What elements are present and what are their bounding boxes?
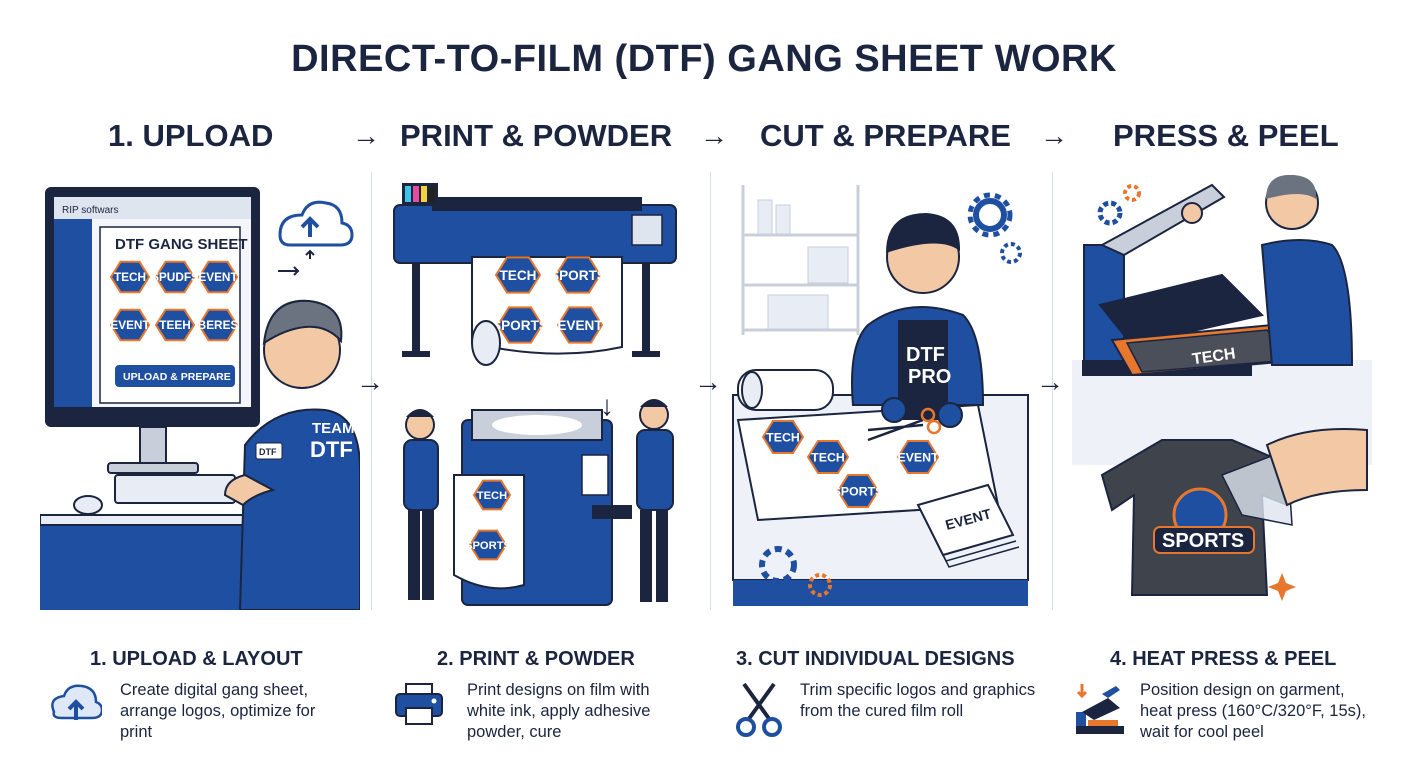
gear-icon bbox=[976, 201, 1004, 229]
panel-press: TECH SPORTS bbox=[1072, 175, 1372, 610]
film-logo-3-label: SPORTS bbox=[492, 318, 548, 333]
sleeve-badge: DTF bbox=[259, 447, 277, 457]
press-illustration: TECH SPORTS bbox=[1072, 175, 1372, 610]
sheet-logo-6-label: BERES bbox=[198, 318, 239, 332]
film-logo-1-label: TECH bbox=[499, 268, 536, 283]
cut-logo-2-label: TECH bbox=[811, 450, 845, 464]
arrow-2: → bbox=[700, 120, 728, 152]
film-logo-2-label: SPORTS bbox=[550, 268, 606, 283]
step-heading-2: PRINT & POWDER bbox=[400, 118, 672, 154]
sheet-logo-3-label: EVENT bbox=[198, 270, 238, 284]
sheet-logo-4-label: EVENT bbox=[110, 318, 150, 332]
cut-logo-3-label: EVENT bbox=[897, 450, 939, 464]
caption-text-1: Create digital gang sheet, arrange logos… bbox=[120, 680, 350, 743]
roll-logo-2-label: SPORTS bbox=[465, 540, 512, 552]
arrow-mid-3: → bbox=[1036, 366, 1064, 398]
heat-press-icon bbox=[1072, 682, 1128, 743]
caption-text-4: Position design on garment, heat press (… bbox=[1140, 680, 1375, 743]
caption-title-2: 2. PRINT & POWDER bbox=[437, 648, 635, 671]
sheet-logo-1: TECH bbox=[111, 262, 149, 292]
cloud-upload-icon bbox=[46, 682, 102, 731]
caption-text-2: Print designs on film with white ink, ap… bbox=[467, 680, 692, 743]
cloud-upload-icon bbox=[280, 202, 352, 245]
arrow-3: → bbox=[1040, 120, 1068, 152]
printer-icon bbox=[392, 682, 446, 733]
page-title: DIRECT-TO-FILM (DTF) GANG SHEET WORK bbox=[0, 38, 1408, 81]
small-gear-icon bbox=[1002, 244, 1020, 262]
sheet-logo-2-label: SPUDFS bbox=[151, 270, 199, 284]
roll-logo-1: TECH bbox=[474, 481, 510, 510]
film-logo-1: TECH bbox=[496, 257, 540, 292]
sheet-logo-5-label: TEEH bbox=[159, 318, 190, 332]
caption-text-3: Trim specific logos and graphics from th… bbox=[800, 680, 1040, 722]
step-heading-1: 1. UPLOAD bbox=[108, 118, 273, 154]
shirt-text-1: TEAM bbox=[312, 420, 355, 437]
gear-icon-top bbox=[1100, 203, 1120, 223]
worker-cutting: DTF PRO bbox=[852, 213, 983, 427]
cut-logo-1-label: TECH bbox=[766, 430, 800, 444]
apron-text-2: PRO bbox=[908, 366, 951, 388]
upload-illustration: RIP softwars DTF GANG SHEET TECHSPUDFSEV… bbox=[40, 175, 360, 610]
cut-logo-1: TECH bbox=[763, 421, 803, 453]
sync-arrows bbox=[278, 251, 314, 275]
print-illustration: TECH SPORTS SPORTS EVENT TECH SPORTS bbox=[392, 175, 700, 610]
mouse bbox=[74, 496, 102, 514]
apron-text-1: DTF bbox=[906, 344, 945, 366]
sheet-logo-5: TEEH bbox=[156, 310, 194, 340]
t-shirt: SPORTS bbox=[1102, 440, 1302, 595]
film-logo-4-label: EVENT bbox=[557, 318, 603, 333]
worker-left bbox=[404, 409, 438, 600]
scissors-icon bbox=[734, 682, 784, 743]
keyboard bbox=[115, 475, 235, 503]
step-heading-4: PRESS & PEEL bbox=[1113, 118, 1339, 154]
upload-prepare-label: UPLOAD & PREPARE bbox=[123, 371, 231, 383]
shirt-logo: SPORTS bbox=[1162, 530, 1244, 552]
roll-logo-1-label: TECH bbox=[477, 490, 507, 502]
cut-logo-2: TECH bbox=[808, 441, 848, 473]
shirt-text-2: DTF bbox=[310, 437, 353, 462]
sheet-logo-1-label: TECH bbox=[114, 270, 146, 284]
arrow-mid-1: → bbox=[356, 366, 384, 398]
arrow-1: → bbox=[352, 120, 380, 152]
sparkle-icon bbox=[1268, 573, 1296, 601]
sheet-title: DTF GANG SHEET bbox=[115, 236, 248, 253]
caption-title-4: 4. HEAT PRESS & PEEL bbox=[1110, 648, 1336, 671]
panel-print: TECH SPORTS SPORTS EVENT TECH SPORTS bbox=[392, 175, 700, 610]
cut-logo-4-label: SPORTS bbox=[833, 484, 884, 498]
caption-title-1: 1. UPLOAD & LAYOUT bbox=[90, 648, 303, 671]
app-label: RIP softwars bbox=[62, 205, 119, 216]
worker-right bbox=[637, 399, 673, 602]
caption-title-3: 3. CUT INDIVIDUAL DESIGNS bbox=[736, 648, 1015, 671]
step-heading-3: CUT & PREPARE bbox=[760, 118, 1011, 154]
orange-gear-icon-top bbox=[1125, 186, 1139, 200]
